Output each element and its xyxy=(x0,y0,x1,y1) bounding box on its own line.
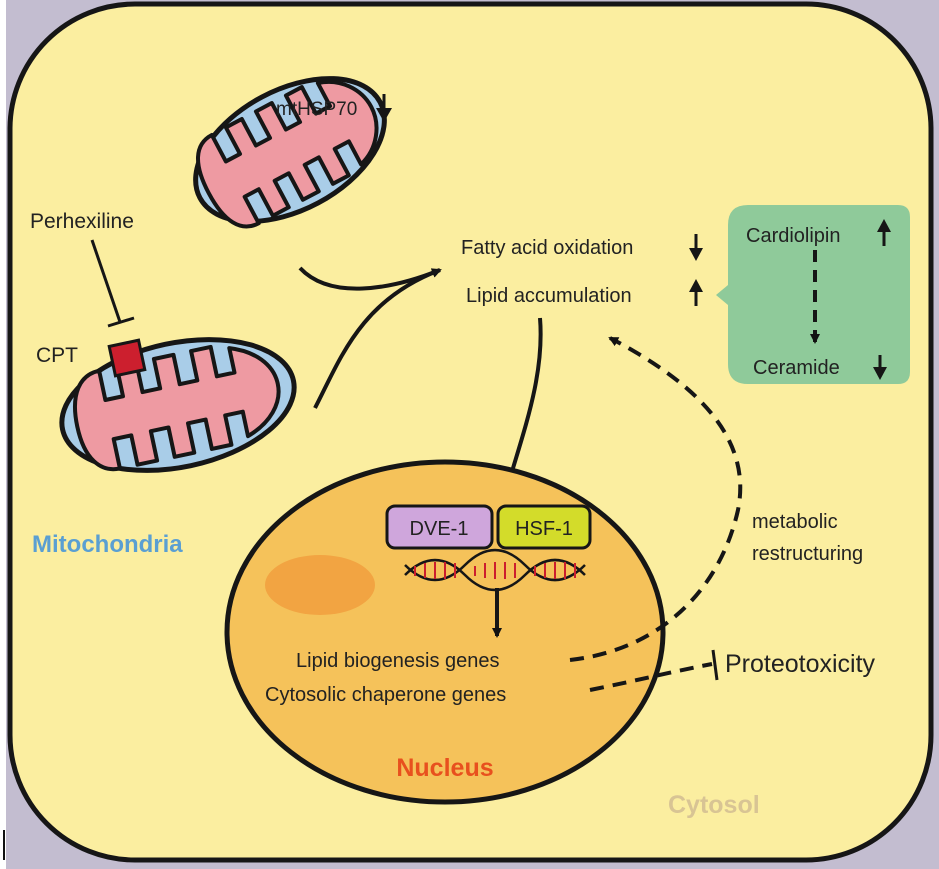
cpt-transporter xyxy=(107,338,147,378)
fatty-acid-oxidation-label: Fatty acid oxidation xyxy=(461,237,633,259)
cardiolipin-up-icon xyxy=(877,219,891,246)
mthsp70-label: mtHSP70 xyxy=(276,99,357,120)
lipid-biogenesis-genes-label: Lipid biogenesis genes xyxy=(296,650,500,672)
dve1-box xyxy=(385,504,494,550)
mitochondrion-top xyxy=(193,76,387,229)
metabolic-label: metabolic xyxy=(752,511,838,533)
dna-helix xyxy=(404,548,586,592)
nucleolus xyxy=(265,555,375,615)
mitochondria-label: Mitochondria xyxy=(32,531,183,558)
ceramide-down-icon xyxy=(873,355,887,380)
cytosolic-chaperone-genes-label: Cytosolic chaperone genes xyxy=(265,684,506,706)
lipid-accumulation-label: Lipid accumulation xyxy=(466,285,632,307)
fao-down-icon xyxy=(689,234,703,261)
nucleus-label: Nucleus xyxy=(396,754,493,782)
ceramide-label: Ceramide xyxy=(753,357,840,379)
dve1-label: DVE-1 xyxy=(410,518,469,540)
metabolic-restructuring-arrow xyxy=(569,336,743,662)
hsf1-label: HSF-1 xyxy=(515,518,573,540)
cardiolipin-label: Cardiolipin xyxy=(746,225,841,247)
restructuring-label: restructuring xyxy=(752,543,863,565)
hsf1-box xyxy=(496,504,592,550)
mito-bottom-arrow xyxy=(313,268,441,409)
proteotoxicity-label: Proteotoxicity xyxy=(725,650,876,678)
perhexiline-inhibition-line xyxy=(90,239,122,323)
lipid-up-icon xyxy=(689,279,703,306)
mthsp70-down-icon xyxy=(376,94,392,122)
cpt-label: CPT xyxy=(36,344,78,367)
perhexiline-label: Perhexiline xyxy=(30,210,134,233)
cytosol-label: Cytosol xyxy=(668,791,760,819)
mitochondrion-bottom xyxy=(59,337,297,473)
left-edge xyxy=(0,0,6,869)
